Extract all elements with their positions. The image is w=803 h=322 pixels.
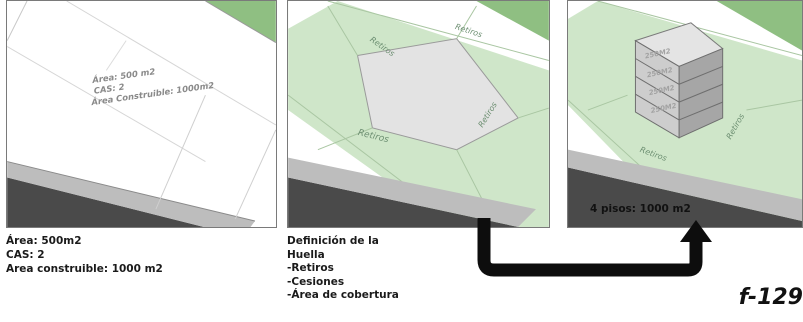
caption-line: CAS: 2: [6, 249, 45, 261]
building-tower: [634, 22, 724, 139]
caption-line: -Cesiones: [287, 275, 345, 288]
arrow-head: [680, 220, 712, 242]
lot-line: [7, 46, 206, 163]
lot-3d-view: Área: 500 m2 CAS: 2 Área Construible: 10…: [7, 1, 276, 227]
lawn-area: [476, 1, 549, 41]
sidewalk: [568, 149, 802, 222]
road: [288, 177, 519, 227]
sidewalk: [288, 157, 536, 227]
process-arrow: [470, 218, 720, 288]
caption-line: Definición de la: [287, 235, 379, 247]
caption-line: -Retiros: [287, 262, 334, 274]
caption-line: Huella: [287, 248, 325, 261]
building-footprint: [356, 38, 519, 151]
panel-lot-area: Área: 500 m2 CAS: 2 Área Construible: 10…: [6, 0, 277, 228]
panel-building: 250M2 250M2 250M2 250M2 Retiros Retiros: [567, 0, 803, 228]
caption-line: -Área de cobertura: [287, 289, 399, 301]
building-3d-view: 250M2 250M2 250M2 250M2 Retiros Retiros: [568, 1, 802, 227]
road: [568, 167, 802, 227]
sidewalk: [7, 161, 255, 227]
overlay-cas: CAS: 2: [93, 82, 125, 96]
stories-caption: 4 pisos: 1000 m2: [590, 203, 691, 215]
lot-line: [234, 129, 276, 220]
panel-footprint: Retiros Retiros Retiros Retiros: [287, 0, 550, 228]
footprint-3d-view: Retiros Retiros Retiros Retiros: [288, 1, 549, 227]
caption-line: Area construible: 1000 m2: [6, 263, 163, 275]
lot-line: [7, 1, 28, 41]
caption-line: Área: 500m2: [6, 235, 82, 247]
caption-footprint: Definición de la Huella -Retiros -Cesion…: [287, 235, 399, 303]
lot-line: [155, 94, 206, 210]
lot-line: [66, 1, 276, 126]
caption-lot: Área: 500m2 CAS: 2 Area construible: 100…: [6, 234, 163, 276]
figure-id: f-129: [738, 285, 803, 310]
